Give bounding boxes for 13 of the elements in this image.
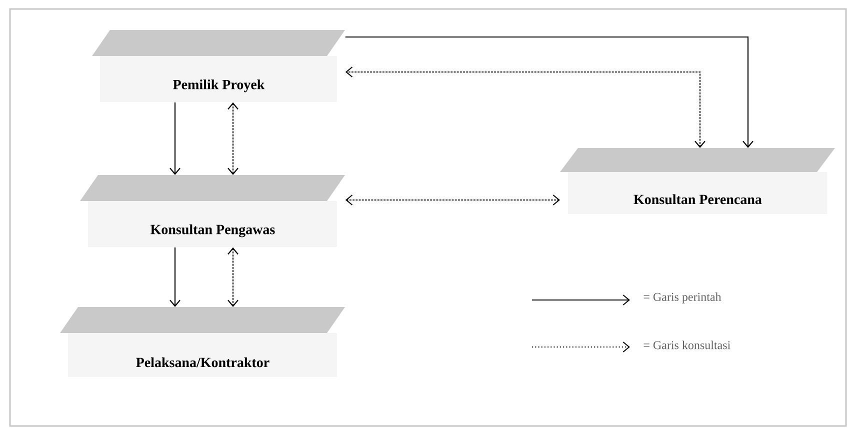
legend-text: = Garis perintah [644, 292, 722, 304]
layer-box: Pemilik Proyek [92, 30, 345, 102]
layer-box: Konsultan Pengawas [80, 175, 345, 247]
arrow [345, 36, 754, 148]
arrow [170, 102, 180, 175]
layer-box: Konsultan Perencana [560, 148, 835, 214]
arrow [345, 66, 706, 148]
arrow [228, 102, 238, 175]
arrow [345, 194, 560, 206]
arrow [170, 247, 180, 307]
arrow [228, 247, 238, 307]
legend-text: = Garis konsultasi [644, 340, 730, 350]
layer-box: Pelaksana/Kontraktor [60, 307, 345, 377]
